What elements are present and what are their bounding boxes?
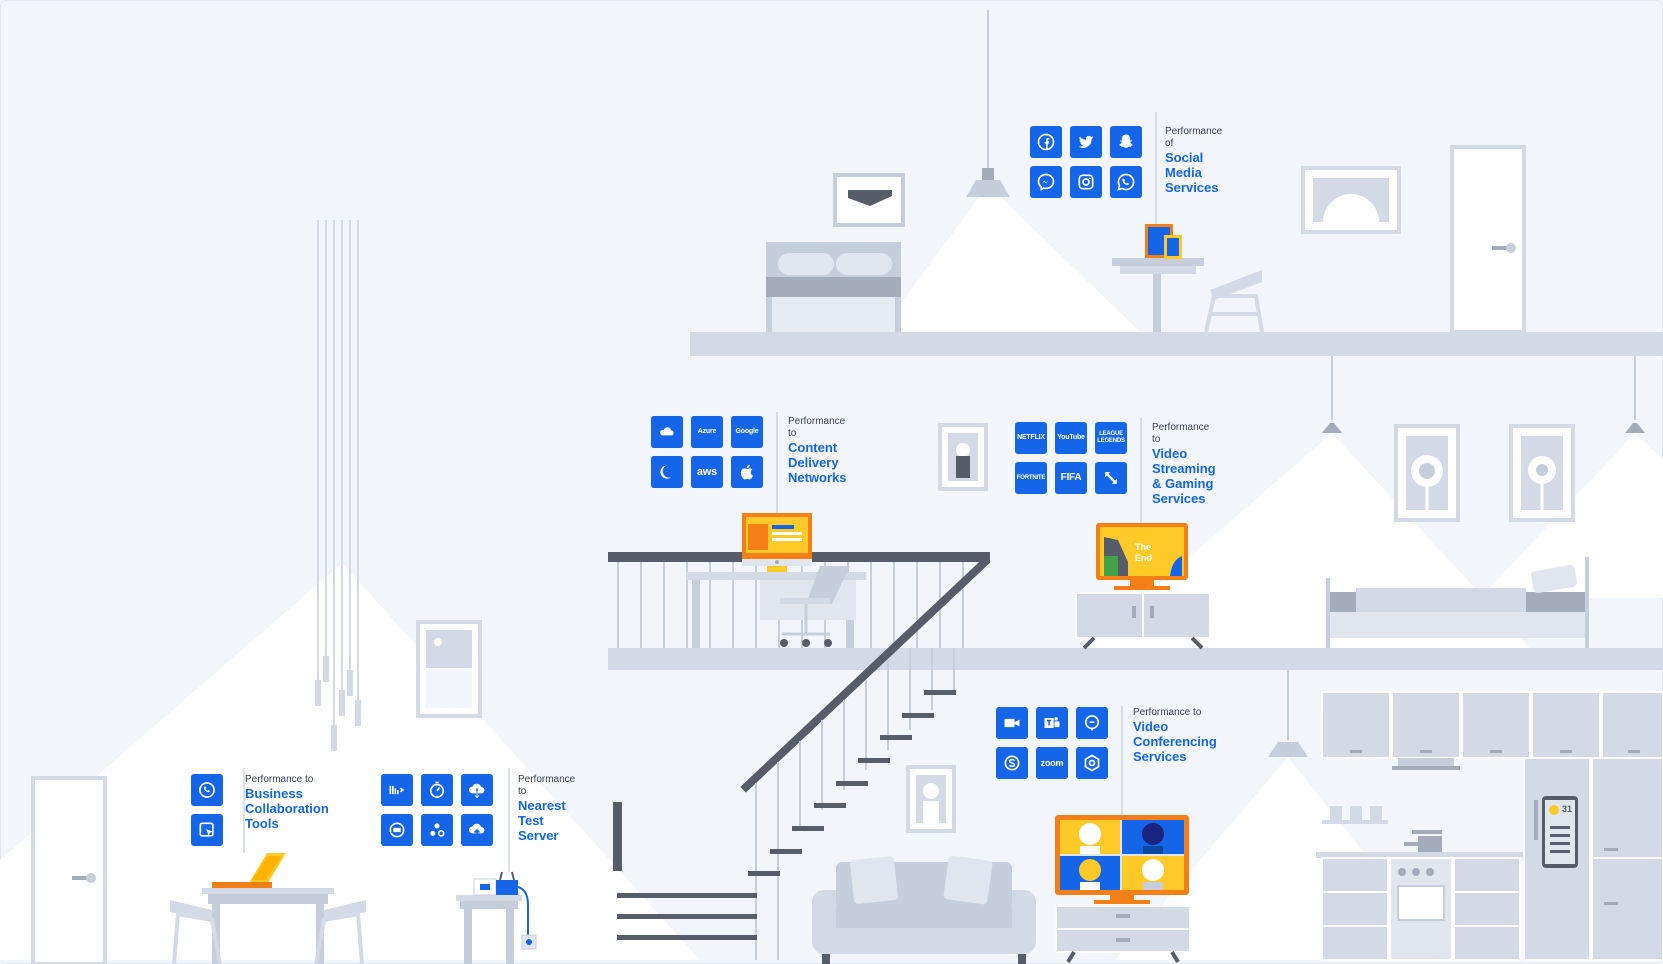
caption-title-line: Collaboration (245, 801, 329, 816)
instagram-icon[interactable] (1070, 166, 1102, 198)
apple-logo-icon[interactable] (731, 456, 763, 488)
video-camera-icon[interactable] (996, 707, 1028, 739)
top-floor (690, 332, 1663, 356)
video-conferencing-icons: zoom (996, 707, 1108, 779)
caption-title-line: Conferencing (1133, 734, 1217, 749)
netflix-logo-icon[interactable]: NETFLIX (1015, 422, 1047, 454)
caption-prefix: Performance to (518, 774, 576, 797)
cdn-caption: Performance to Content Delivery Networks (788, 416, 847, 485)
social-media-icons (1030, 126, 1142, 198)
messenger-icon[interactable] (1030, 166, 1062, 198)
caption-title-line: Social Media (1165, 150, 1204, 180)
league-of-legends-logo-icon[interactable]: LEAGUE LEGENDS (1095, 422, 1127, 454)
caption-prefix: Performance to (788, 416, 846, 439)
phone-icon[interactable] (191, 774, 223, 806)
cdn-logo-icon[interactable] (651, 416, 683, 448)
light-cone-top (880, 185, 1140, 332)
caption-title-line: Business (245, 786, 303, 801)
caption-title-line: Services (1133, 749, 1187, 764)
video-conferencing-caption: Performance to Video Conferencing Servic… (1133, 707, 1217, 764)
speed-gauge-icon[interactable] (421, 774, 453, 806)
dota-logo-icon[interactable] (1095, 462, 1127, 494)
aws-logo-icon[interactable]: aws (691, 456, 723, 488)
skype-icon[interactable] (996, 747, 1028, 779)
caption-title-line: Video (1133, 719, 1169, 734)
caption-title-line: Video Streaming (1152, 446, 1216, 476)
whatsapp-icon[interactable] (1110, 166, 1142, 198)
caption-prefix: Performance to (1133, 707, 1202, 718)
akamai-logo-icon[interactable] (651, 456, 683, 488)
zoom-logo-icon[interactable]: zoom (1036, 747, 1068, 779)
nearest-test-server-caption: Performance to Nearest Test Server (518, 774, 575, 843)
video-streaming-icons: NETFLIX YouTube LEAGUE LEGENDS FORTNITE … (1015, 422, 1127, 494)
twitter-icon[interactable] (1070, 126, 1102, 158)
caption-title-line: & Gaming Services (1152, 476, 1214, 506)
download-cloud-icon[interactable] (461, 774, 493, 806)
social-media-caption: Performance of Social Media Services (1165, 126, 1222, 195)
caption-title-line: Services (1165, 180, 1219, 195)
caption-title-line: Test Server (518, 813, 559, 843)
nodes-icon[interactable] (421, 814, 453, 846)
azure-logo-icon[interactable]: Azure (691, 416, 723, 448)
chat-bubble-icon[interactable] (1076, 707, 1108, 739)
webex-icon[interactable] (1076, 747, 1108, 779)
caption-prefix: Performance to (1152, 422, 1210, 445)
tv-screen-line-2: End (1135, 553, 1152, 563)
fifa-logo-icon[interactable]: FIFA (1055, 462, 1087, 494)
youtube-logo-icon[interactable]: YouTube (1055, 422, 1087, 454)
fridge-calendar-day: 31 (1562, 804, 1572, 814)
teams-icon[interactable] (1036, 707, 1068, 739)
cdn-icons: Azure Google aws (651, 416, 763, 488)
cursor-window-icon[interactable] (191, 814, 223, 846)
caption-title-line: Networks (788, 470, 847, 485)
snapchat-icon[interactable] (1110, 126, 1142, 158)
upload-cloud-icon[interactable] (461, 814, 493, 846)
fortnite-logo-icon[interactable]: FORTNITE (1015, 462, 1047, 494)
caption-title-line: Nearest (518, 798, 566, 813)
latency-icon[interactable] (381, 774, 413, 806)
caption-title-line: Content Delivery (788, 440, 839, 470)
tv-screen-line-1: The (1135, 542, 1151, 552)
server-chat-icon[interactable] (381, 814, 413, 846)
video-streaming-caption: Performance to Video Streaming & Gaming … (1152, 422, 1216, 506)
middle-floor (608, 648, 1663, 670)
caption-title-line: Tools (245, 816, 279, 831)
facebook-icon[interactable] (1030, 126, 1062, 158)
business-collaboration-caption: Performance to Business Collaboration To… (245, 774, 329, 831)
light-cone-ground (0, 563, 700, 960)
caption-prefix: Performance to (245, 774, 314, 785)
nearest-test-server-icons (381, 774, 493, 846)
google-logo-icon[interactable]: Google (731, 416, 763, 448)
business-collaboration-icons (191, 774, 223, 846)
caption-prefix: Performance of (1165, 126, 1223, 149)
